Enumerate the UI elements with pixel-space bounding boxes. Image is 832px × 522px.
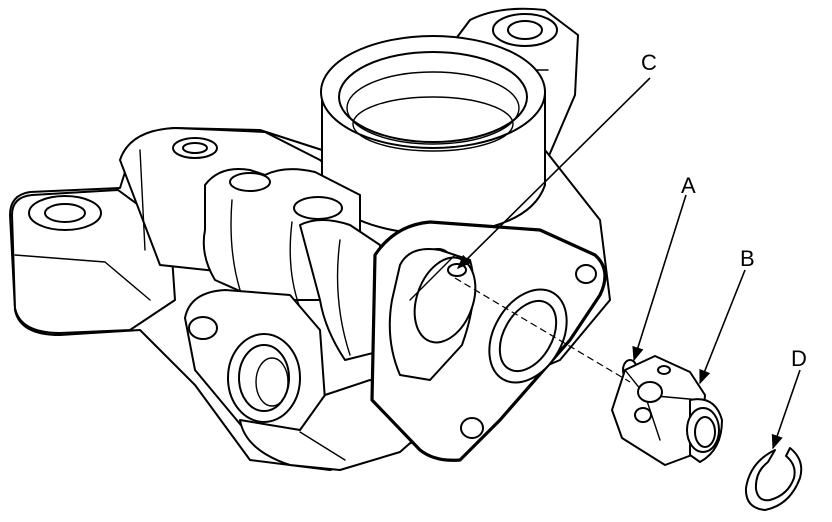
spool-barrel (202, 168, 386, 361)
leader-c (456, 77, 651, 270)
snap-ring (744, 447, 803, 511)
leader-b (699, 269, 746, 385)
leader-a (632, 194, 687, 362)
assembly-center-line (454, 277, 631, 383)
side-cover-flange (370, 220, 607, 462)
callout-b: B (740, 246, 755, 271)
callout-c: C (641, 50, 657, 75)
callout-d: D (791, 346, 807, 371)
left-mount-ear (11, 189, 176, 334)
leader-d (771, 369, 801, 450)
left-port (184, 289, 326, 431)
leader-lines (456, 77, 801, 450)
top-bore (320, 35, 546, 236)
callout-a: A (681, 173, 696, 198)
plug-assembly (611, 355, 723, 466)
